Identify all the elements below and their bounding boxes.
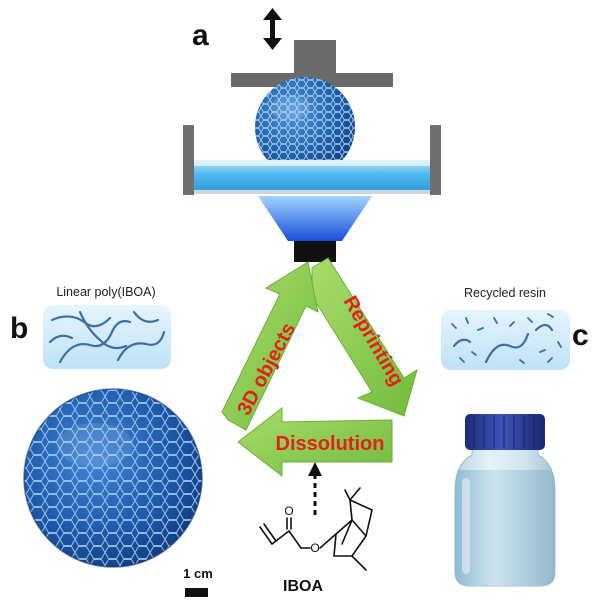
- panel-label-b: b: [10, 312, 28, 345]
- light-source: [294, 241, 336, 262]
- resin-vat: [183, 125, 441, 195]
- iboa-label: IBOA: [283, 578, 323, 595]
- carbonyl-oxygen-label: O: [284, 504, 293, 518]
- panel-label-c: c: [572, 319, 589, 352]
- recycle-cycle: 3D objects Reprinting Dissolution: [221, 257, 418, 478]
- bottle-cap: [465, 414, 545, 450]
- scale-bar-label: 1 cm: [183, 566, 213, 581]
- recycled-resin-chip: [441, 310, 570, 370]
- reprinting-arrow: [311, 257, 418, 417]
- scale-bar: 1 cm: [183, 566, 213, 597]
- dashed-up-arrow-icon: [308, 462, 322, 515]
- double-vertical-arrow-icon: [263, 8, 282, 50]
- resin-bottle: [454, 414, 556, 587]
- light-beam: [258, 196, 372, 241]
- objects-arrow: [221, 261, 319, 431]
- cycle-label-dissolution: Dissolution: [276, 433, 385, 455]
- linear-polymer-chip: [43, 305, 171, 369]
- dissolution-arrow: [237, 406, 393, 478]
- printed-sphere-small: [255, 77, 355, 177]
- ester-oxygen-label: O: [310, 541, 319, 555]
- printed-sphere-large: [23, 388, 203, 568]
- panel-label-a: a: [192, 19, 209, 52]
- iboa-structure: [259, 487, 373, 571]
- linear-polymer-label: Linear poly(IBOA): [56, 285, 155, 299]
- recycled-resin-label: Recycled resin: [464, 286, 546, 300]
